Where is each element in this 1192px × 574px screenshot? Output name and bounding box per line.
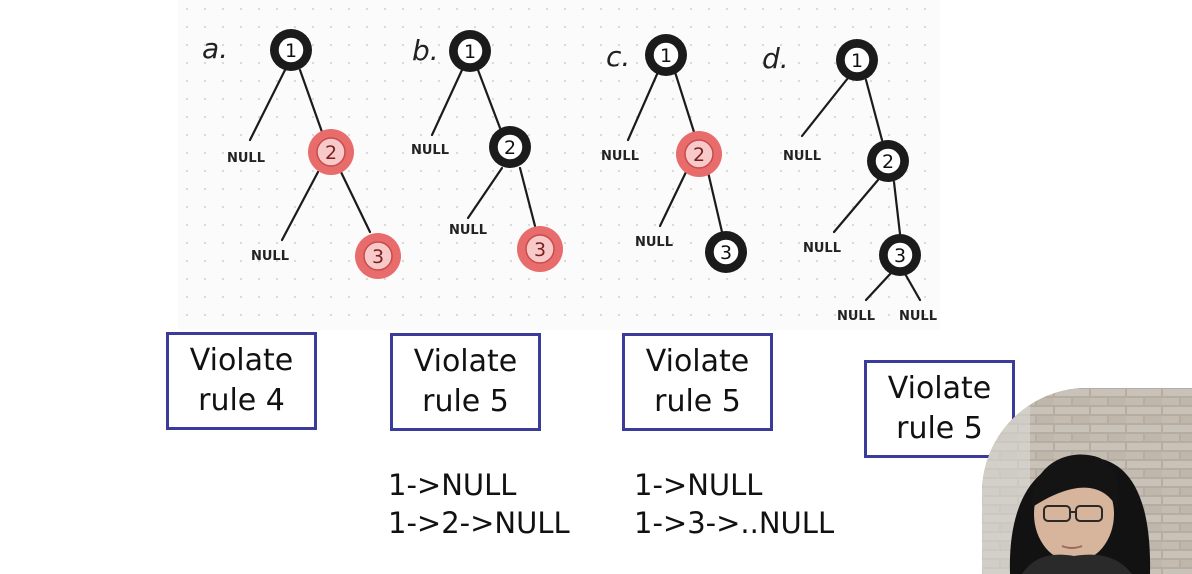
node-core [886,241,914,269]
tree-c-node-3-black: 3 [705,231,747,273]
tree-c-node-2-red: 2 [676,131,722,177]
tree-c-edge-2-3 [706,170,724,234]
tree-b-node-3-red: 3 [517,226,563,272]
tree-b-null-label: NULL [449,223,487,238]
node-value: 2 [882,151,894,173]
tree-c-null-label: NULL [601,149,639,164]
node-value: 1 [851,50,863,72]
tree-b-label: b. [412,34,439,67]
node-value: 2 [504,137,516,159]
node-core [874,147,902,175]
verdict-line: rule 4 [198,383,285,418]
tree-c-node-1-black: 1 [645,34,687,76]
presenter-webcam [982,388,1192,574]
node-core [843,46,871,74]
tree-a-node-3-red: 3 [355,233,401,279]
tree-b-edge-2-3 [518,166,537,228]
tree-a-label: a. [202,32,228,65]
tree-a-null-label: NULL [227,151,265,166]
path-list-b: 1->NULL 1->2->NULL [388,466,570,542]
node-core [652,41,680,69]
node-value: 3 [534,239,546,261]
tree-d-edge-3-null-right [902,270,922,302]
verdict-line: Violate [413,344,518,379]
presenter-image [982,388,1192,574]
tree-c-edge-1-null [626,70,660,142]
node-core [684,139,714,169]
tree-b-node-2-black: 2 [489,126,531,168]
tree-d-null-label: NULL [899,309,937,324]
tree-a-edge-2-3 [338,168,372,234]
node-value: 1 [285,40,297,62]
node-value: 3 [894,245,906,267]
tree-a-edge-1-null [248,68,287,142]
node-core [712,238,740,266]
verdict-line: rule 5 [422,384,509,419]
verdict-line: Violate [645,344,750,379]
tree-d-edge-1-2 [864,78,884,142]
tree-b-edge-2-null [466,166,504,220]
path-line: 1->NULL [634,468,763,502]
tree-d-label: d. [762,42,789,75]
verdict-line: Violate [887,371,992,406]
path-line: 1->3->..NULL [634,506,835,540]
tree-d-node-3-black: 3 [879,234,921,276]
tree-c-null-label: NULL [635,235,673,250]
path-line: 1->2->NULL [388,506,570,540]
tree-a-null-label: NULL [251,249,289,264]
verdict-box-c: Violate rule 5 [622,333,773,431]
tree-c-label: c. [606,40,630,73]
tree-d-edge-3-null-left [864,270,894,302]
tree-nodes: 1 2 3 1 2 3 1 2 3 1 2 3 [270,29,921,279]
tree-c-edge-1-2 [673,70,696,134]
node-core [525,234,555,264]
tree-d-node-1-black: 1 [836,39,878,81]
node-core [363,241,393,271]
node-core [277,36,305,64]
node-core [456,37,484,65]
node-value: 3 [372,246,384,268]
tree-a-edge-1-2 [298,68,324,134]
verdict-line: Violate [189,343,294,378]
verdict-box-d: Violate rule 5 [864,360,1015,458]
tree-d-null-label: NULL [803,241,841,256]
tree-d-edge-1-null [800,76,850,138]
verdict-line: rule 5 [896,411,983,446]
node-value: 2 [693,144,705,166]
tree-d-node-2-black: 2 [867,140,909,182]
node-value: 3 [720,242,732,264]
verdict-box-b: Violate rule 5 [390,333,541,431]
verdict-line: rule 5 [654,384,741,419]
verdict-box-a: Violate rule 4 [166,332,317,430]
node-core [496,133,524,161]
tree-d-null-label: NULL [837,309,875,324]
path-line: 1->NULL [388,468,517,502]
node-value: 1 [660,45,672,67]
tree-a-edge-2-null [280,170,320,242]
red-black-tree-diagrams: a. b. c. d. NULL NULL NULL NULL NULL NUL… [202,29,937,324]
tree-a-node-2-red: 2 [308,129,354,175]
tree-b-null-label: NULL [411,143,449,158]
tree-d-edge-2-3 [892,180,902,236]
tree-a-node-1-black: 1 [270,29,312,71]
tree-b-edge-1-null [430,68,464,137]
path-list-c: 1->NULL 1->3->..NULL [634,466,834,542]
tree-b-edge-1-2 [476,68,502,130]
node-core [316,137,346,167]
node-value: 2 [325,142,337,164]
tree-d-edge-2-null [832,178,880,234]
tree-b-node-1-black: 1 [449,30,491,72]
tree-c-edge-2-null [658,170,688,228]
node-value: 1 [464,41,476,63]
tree-d-null-label: NULL [783,149,821,164]
